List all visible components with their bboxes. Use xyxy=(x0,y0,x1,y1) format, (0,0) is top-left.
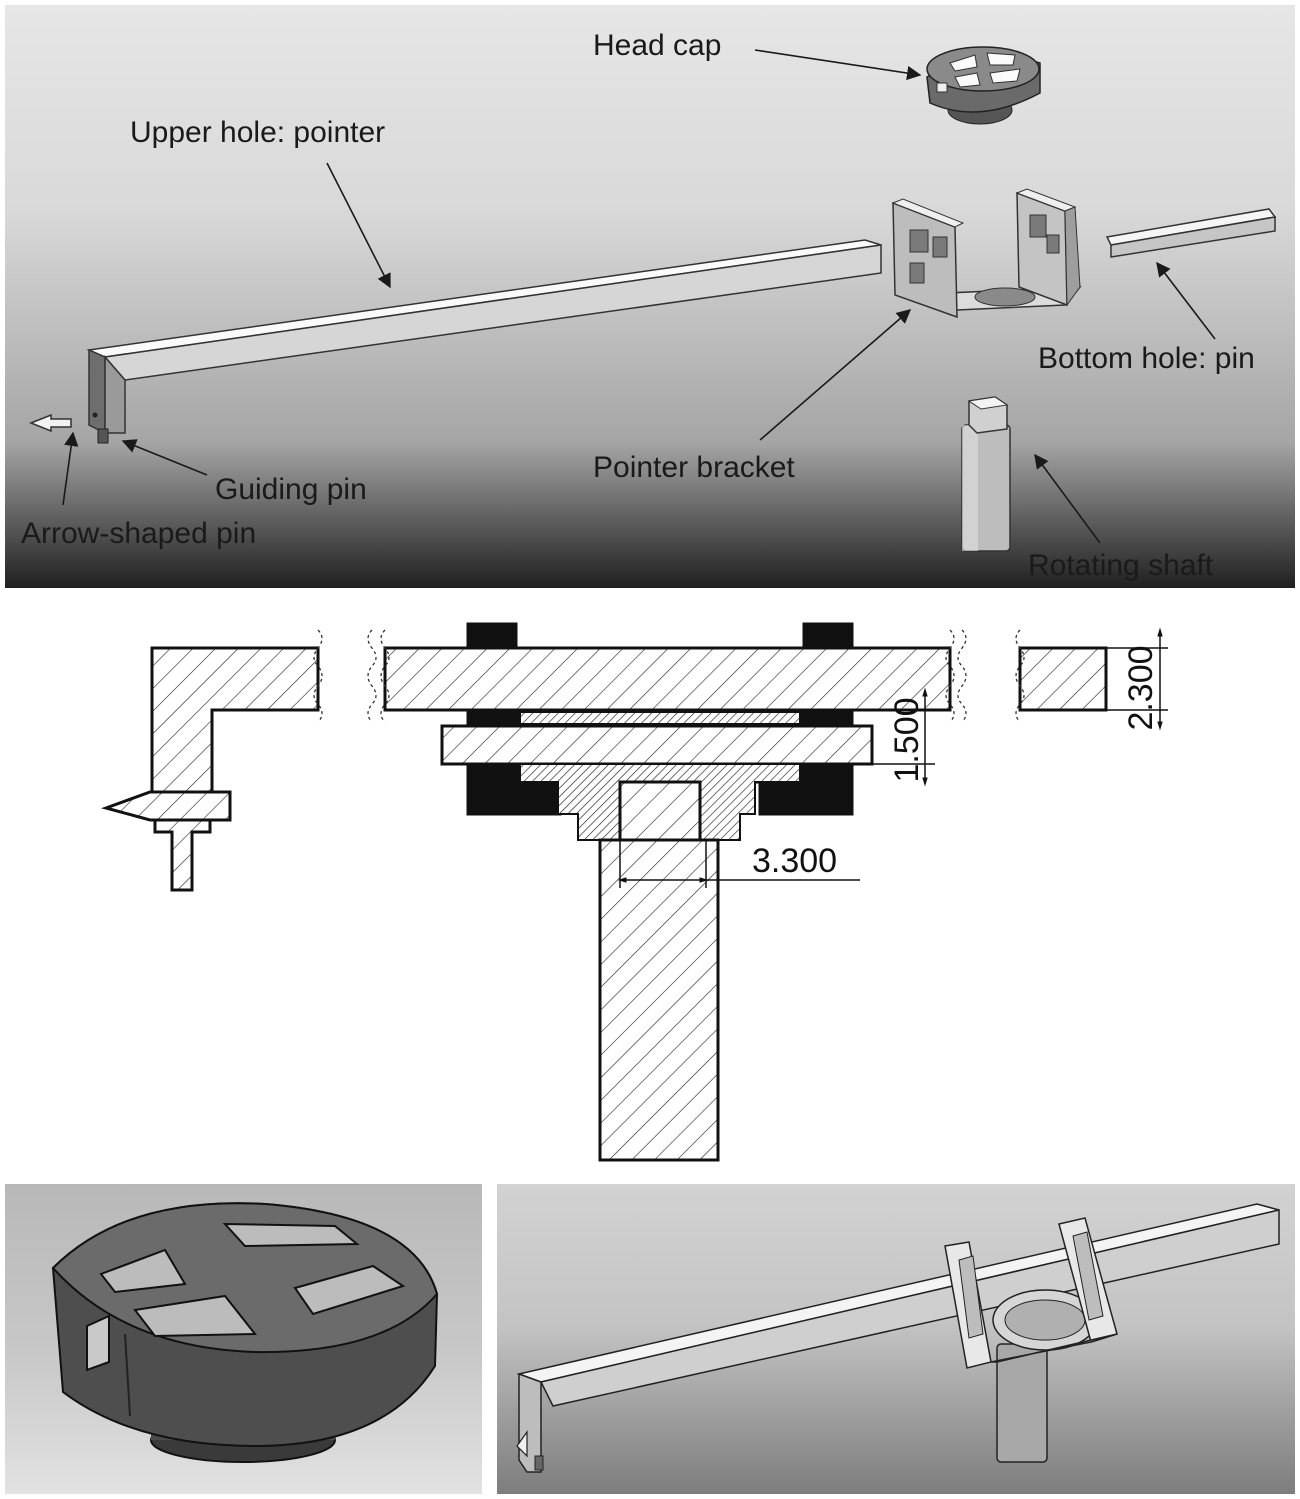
exploded-view-panel: Head cap Upper hole: pointer Bottom hole… xyxy=(5,5,1295,588)
assembly-render xyxy=(516,1203,1280,1473)
leader-lines xyxy=(62,49,1216,544)
break-lines xyxy=(313,629,1025,723)
cross-section-drawing: 2.300 1.500 3.300 xyxy=(101,622,1168,1162)
cross-section-panel: 2.300 1.500 3.300 xyxy=(0,592,1300,1172)
section-pin-plate xyxy=(440,724,874,766)
head-cap-shape xyxy=(926,46,1041,125)
dim-label-1500: 1.500 xyxy=(888,697,926,782)
dimension-1500 xyxy=(872,687,935,787)
bottom-pin-shape xyxy=(1105,208,1277,258)
label-pointer-bracket: Pointer bracket xyxy=(593,451,795,484)
section-shaft-head xyxy=(618,780,702,842)
guiding-pin-shape xyxy=(97,428,109,444)
label-head-cap: Head cap xyxy=(593,29,721,62)
dimension-3300 xyxy=(617,840,860,888)
label-upper-hole: Upper hole: pointer xyxy=(130,116,385,149)
section-block-left xyxy=(466,622,518,650)
label-guiding-pin: Guiding pin xyxy=(215,473,367,506)
dimension-2300 xyxy=(1106,627,1168,731)
dim-label-3300: 3.300 xyxy=(752,842,837,880)
section-shaft xyxy=(598,838,720,1162)
arrow-pin-shape xyxy=(28,413,72,433)
section-pointer-end xyxy=(150,646,320,794)
label-arrow-pin: Arrow-shaped pin xyxy=(21,517,256,550)
section-block-right xyxy=(802,622,854,650)
section-cap-top xyxy=(519,711,801,725)
head-cap-render-panel xyxy=(5,1184,482,1494)
section-bar-right xyxy=(1018,646,1108,712)
head-cap-render xyxy=(51,1202,439,1463)
section-guiding-pin xyxy=(153,818,212,892)
rotating-shaft-shape xyxy=(961,396,1011,552)
section-arrow-pin xyxy=(101,790,232,822)
pointer-bracket-shape xyxy=(891,188,1082,319)
label-rotating-shaft: Rotating shaft xyxy=(1028,549,1214,582)
assembly-render-panel xyxy=(497,1184,1295,1494)
dim-label-2300: 2.300 xyxy=(1122,645,1160,730)
pointer-bar xyxy=(86,239,882,444)
exploded-view-drawing: Head cap Upper hole: pointer Bottom hole… xyxy=(21,29,1277,582)
label-bottom-hole: Bottom hole: pin xyxy=(1038,342,1255,375)
section-pointer-bar xyxy=(383,646,952,712)
